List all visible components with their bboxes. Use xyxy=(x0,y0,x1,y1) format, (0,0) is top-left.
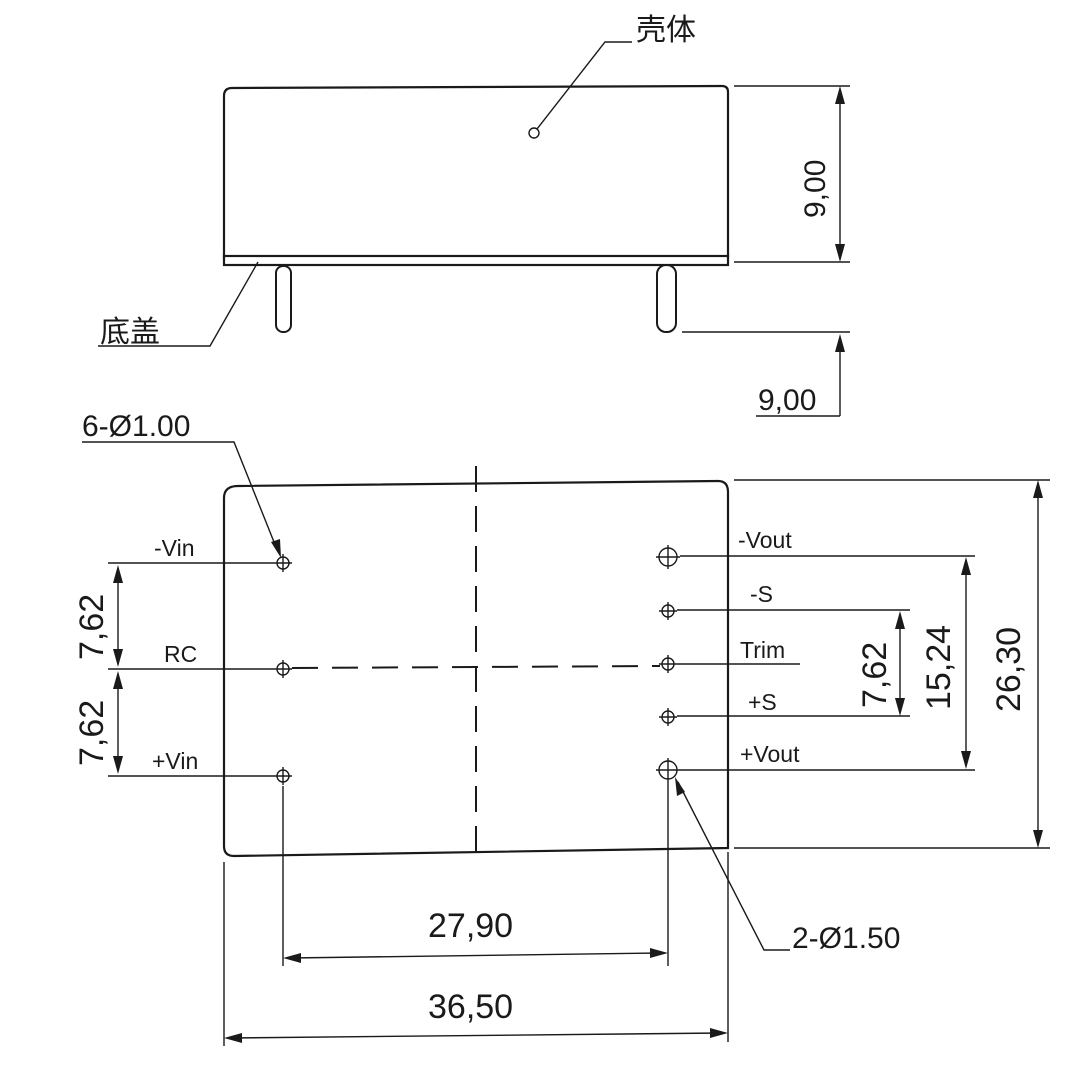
right-pitch-outer-arrow-bottom xyxy=(961,751,971,769)
pin-label-rc: RC xyxy=(164,641,197,667)
height-dim-text: 9,00 xyxy=(799,160,832,218)
left-pitch-upper-arrow-top xyxy=(113,565,123,583)
pin-row-spacing-text: 27,90 xyxy=(428,907,513,945)
left-pitch-upper-arrow-bottom xyxy=(113,649,123,667)
overall-width-text: 36,50 xyxy=(428,988,513,1026)
right-pitch-outer-text: 15,24 xyxy=(920,625,958,710)
side-pin-right xyxy=(656,264,677,333)
left-pitch-lower-arrow-top xyxy=(113,671,123,689)
right-pitch-inner-text: 7,62 xyxy=(856,642,894,708)
pin-rc xyxy=(274,660,292,678)
pin-label-plus-vin: +Vin xyxy=(152,748,198,774)
side-view: 壳体 底盖 9,00 9,00 xyxy=(98,13,850,417)
pin-minus-vin xyxy=(274,554,292,572)
overall-width-arrow-left xyxy=(224,1033,242,1043)
overall-height-arrow-top xyxy=(1033,480,1043,498)
height-arrow-bottom xyxy=(835,244,845,262)
pin-length-arrow xyxy=(835,334,845,352)
pin-row-arrow-left xyxy=(283,953,301,963)
horizontal-centerline xyxy=(291,665,661,669)
small-holes-label: 6-Ø1.00 xyxy=(82,410,190,443)
pin-plus-s xyxy=(659,708,677,726)
right-pitch-outer-arrow-top xyxy=(961,557,971,575)
housing-label: 壳体 xyxy=(636,13,696,48)
housing-leader-line xyxy=(536,41,632,130)
large-holes-leader-arrow xyxy=(675,777,685,796)
pin-plus-vout xyxy=(656,758,680,782)
overall-height-text: 26,30 xyxy=(990,627,1028,712)
right-pitch-inner-arrow-bottom xyxy=(895,698,905,716)
pin-label-minus-vout: -Vout xyxy=(738,527,792,553)
housing-leader-dot xyxy=(528,127,540,139)
large-holes-label: 2-Ø1.50 xyxy=(792,922,900,955)
overall-width-arrow-right xyxy=(710,1028,728,1038)
overall-width-dim xyxy=(229,1032,723,1039)
base-cover-leader-line xyxy=(98,261,259,347)
pin-label-trim: Trim xyxy=(740,637,785,663)
small-holes-leader-arrow xyxy=(271,539,281,558)
housing-outline xyxy=(222,84,730,260)
pin-label-plus-vout: +Vout xyxy=(740,741,800,767)
pin-label-minus-vin: -Vin xyxy=(154,535,195,561)
right-pitch-inner-arrow-top xyxy=(895,611,905,629)
pin-minus-s xyxy=(659,602,677,620)
base-cover xyxy=(222,254,730,267)
pin-label-minus-s: -S xyxy=(750,581,773,607)
pin-trim xyxy=(659,655,677,673)
pin-label-plus-s: +S xyxy=(748,689,777,715)
left-pitch-upper-text: 7,62 xyxy=(73,594,111,660)
pin-minus-vout xyxy=(656,545,680,569)
pin-plus-vin xyxy=(274,767,292,785)
pin-length-dim-text: 9,00 xyxy=(758,384,816,417)
top-view: -Vin RC +Vin 7,62 7,62 6-Ø1.00 -Vout -S … xyxy=(73,410,1050,1046)
overall-height-arrow-bottom xyxy=(1033,830,1043,848)
left-pitch-lower-text: 7,62 xyxy=(73,700,111,766)
pin-row-arrow-right xyxy=(650,948,668,958)
left-pitch-lower-arrow-bottom xyxy=(113,756,123,774)
large-holes-leader xyxy=(677,781,790,951)
side-pin-left xyxy=(275,265,292,333)
height-arrow-top xyxy=(835,86,845,104)
small-holes-leader xyxy=(82,441,279,553)
base-cover-label: 底盖 xyxy=(100,315,160,350)
pin-row-dim xyxy=(289,952,662,959)
